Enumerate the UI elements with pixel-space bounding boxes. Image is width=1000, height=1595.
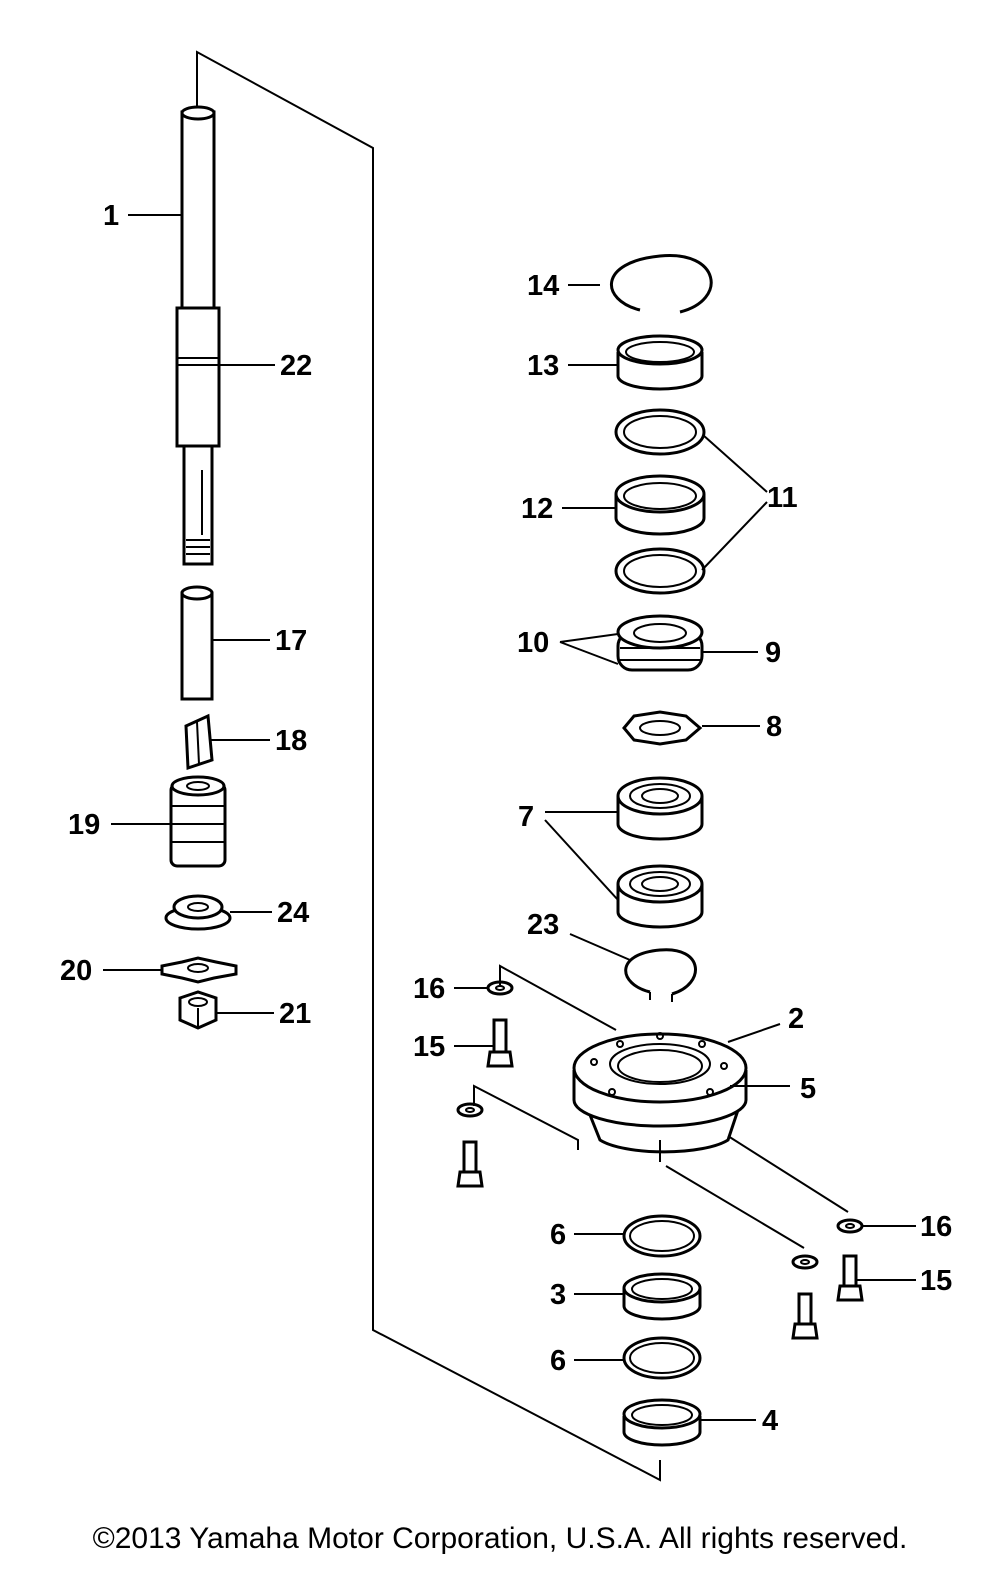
callout-17: 17 xyxy=(275,625,307,657)
part-15-screw-b xyxy=(456,1140,484,1188)
callout-6b: 6 xyxy=(550,1345,566,1377)
part-3-ring xyxy=(622,1272,702,1321)
callout-7: 7 xyxy=(518,801,534,833)
part-16-washer-c xyxy=(836,1218,864,1234)
part-6-o-ring-lower xyxy=(622,1336,702,1380)
part-23-circlip xyxy=(624,948,697,996)
callout-16b: 16 xyxy=(920,1211,952,1243)
part-15-screw-d xyxy=(791,1292,819,1340)
part-9-oil-seal xyxy=(616,614,704,672)
part-17-pin xyxy=(180,585,214,701)
part-7-bearing-upper xyxy=(616,776,704,841)
callout-20: 20 xyxy=(60,955,92,987)
callout-18: 18 xyxy=(275,725,307,757)
part-20-lock-washer xyxy=(160,956,238,984)
part-7-bearing-lower xyxy=(616,864,704,929)
part-15-screw-c xyxy=(836,1254,864,1302)
part-11-ring-lower xyxy=(614,547,706,595)
callout-1: 1 xyxy=(103,200,119,232)
callout-22: 22 xyxy=(280,350,312,382)
callout-24: 24 xyxy=(277,897,309,929)
callout-10: 10 xyxy=(517,627,549,659)
part-22-sleeve xyxy=(175,306,221,448)
part-2-housing xyxy=(572,1032,748,1162)
callout-15a: 15 xyxy=(413,1031,445,1063)
bolt-line-b xyxy=(473,1084,579,1150)
callout-16a: 16 xyxy=(413,973,445,1005)
part-24-washer xyxy=(164,894,232,931)
callout-13: 13 xyxy=(527,350,559,382)
part-16-washer-d xyxy=(791,1254,819,1270)
callout-12: 12 xyxy=(521,493,553,525)
part-1-shaft xyxy=(180,105,216,312)
part-4-ring xyxy=(622,1398,702,1447)
callout-11: 11 xyxy=(767,482,798,514)
bolt-line-c xyxy=(727,1135,849,1213)
callout-9: 9 xyxy=(765,637,781,669)
callout-14: 14 xyxy=(527,270,559,302)
callout-8: 8 xyxy=(766,711,782,743)
part-12-ring xyxy=(614,474,706,536)
part-14-circlip xyxy=(610,254,713,314)
callout-2: 2 xyxy=(788,1003,804,1035)
copyright-notice: ©2013 Yamaha Motor Corporation, U.S.A. A… xyxy=(92,1522,908,1555)
callout-4: 4 xyxy=(762,1405,778,1437)
bolt-line-d xyxy=(665,1165,805,1249)
callout-15b: 15 xyxy=(920,1265,952,1297)
part-8-washer xyxy=(622,710,703,746)
part-6-o-ring-upper xyxy=(622,1214,702,1258)
part-15-screw-a xyxy=(486,1018,514,1068)
part-13-ring xyxy=(616,334,704,391)
part-19-spring xyxy=(169,775,227,868)
callout-6a: 6 xyxy=(550,1219,566,1251)
leader-lines xyxy=(103,214,916,1421)
part-16-washer-b xyxy=(456,1102,484,1118)
shaft-lower-end xyxy=(182,444,214,566)
part-11-ring-upper xyxy=(614,408,706,456)
callout-21: 21 xyxy=(279,998,311,1030)
part-18-key xyxy=(184,713,214,771)
callout-3: 3 xyxy=(550,1279,566,1311)
part-21-nut xyxy=(178,990,218,1030)
callout-5: 5 xyxy=(800,1073,816,1105)
bolt-line-a xyxy=(499,964,617,1031)
callout-23: 23 xyxy=(527,909,559,941)
assembly-frame-line xyxy=(196,50,661,1482)
callout-19: 19 xyxy=(68,809,100,841)
